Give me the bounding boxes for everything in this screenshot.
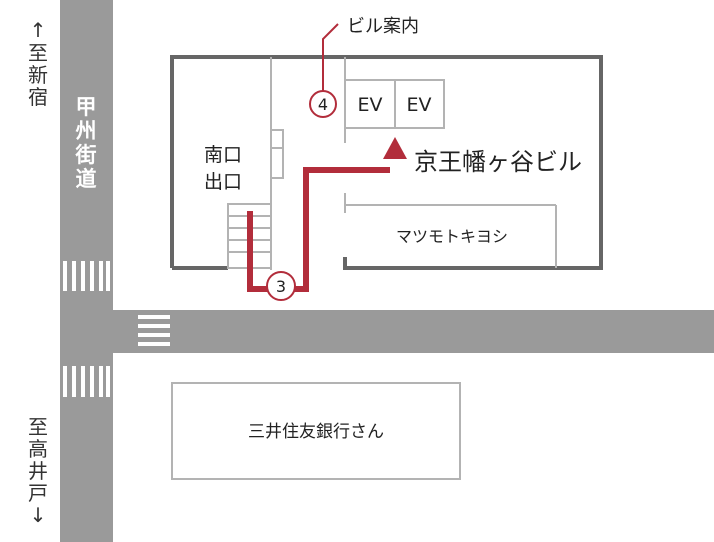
marker-4-number: 4 xyxy=(318,95,328,114)
direction-south-label: 至 高 井 戸 ↓ xyxy=(28,415,48,527)
street-name: 甲 州 街 道 xyxy=(75,95,97,191)
bank-building xyxy=(171,382,461,480)
interior-walls xyxy=(270,57,557,270)
route-path xyxy=(247,167,390,292)
svg-text:街: 街 xyxy=(75,143,97,167)
elevator-2-label: EV xyxy=(406,94,431,116)
elevator-block xyxy=(344,79,445,129)
crosswalk-north xyxy=(63,261,110,291)
exit-label-line-2: 出口 xyxy=(204,171,242,193)
crosswalk-south xyxy=(63,366,110,397)
marker-3-number: 3 xyxy=(276,277,286,296)
koshu-kaido-road xyxy=(60,0,113,542)
svg-text:至: 至 xyxy=(28,415,48,439)
crosswalk-side xyxy=(138,315,170,346)
svg-text:高: 高 xyxy=(28,437,48,461)
marker-3-circle xyxy=(266,271,296,301)
marker-4-circle xyxy=(309,90,337,118)
bank-name: 三井住友銀行さん xyxy=(248,422,384,442)
building-info-label: ビル案内 xyxy=(347,16,419,37)
svg-text:↑: ↑ xyxy=(30,18,47,42)
building-outline xyxy=(170,55,603,270)
svg-text:↓: ↓ xyxy=(30,503,47,527)
svg-text:新: 新 xyxy=(28,63,48,87)
svg-text:井: 井 xyxy=(28,459,48,483)
direction-north-label: ↑ 至 新 宿 xyxy=(28,18,48,109)
svg-text:州: 州 xyxy=(76,119,97,143)
route-arrow-icon xyxy=(383,137,407,159)
exit-label-line-1: 南口 xyxy=(204,144,242,166)
svg-text:甲: 甲 xyxy=(76,95,97,119)
building-name: 京王幡ヶ谷ビル xyxy=(414,148,582,176)
svg-text:至: 至 xyxy=(28,41,48,65)
svg-text:戸: 戸 xyxy=(28,481,48,505)
svg-text:宿: 宿 xyxy=(28,85,48,109)
cross-street-road xyxy=(113,310,714,353)
elevator-1-label: EV xyxy=(357,94,382,116)
svg-text:道: 道 xyxy=(76,167,97,191)
store-name: マツモトキヨシ xyxy=(396,227,508,246)
info-leader-line xyxy=(322,23,339,91)
